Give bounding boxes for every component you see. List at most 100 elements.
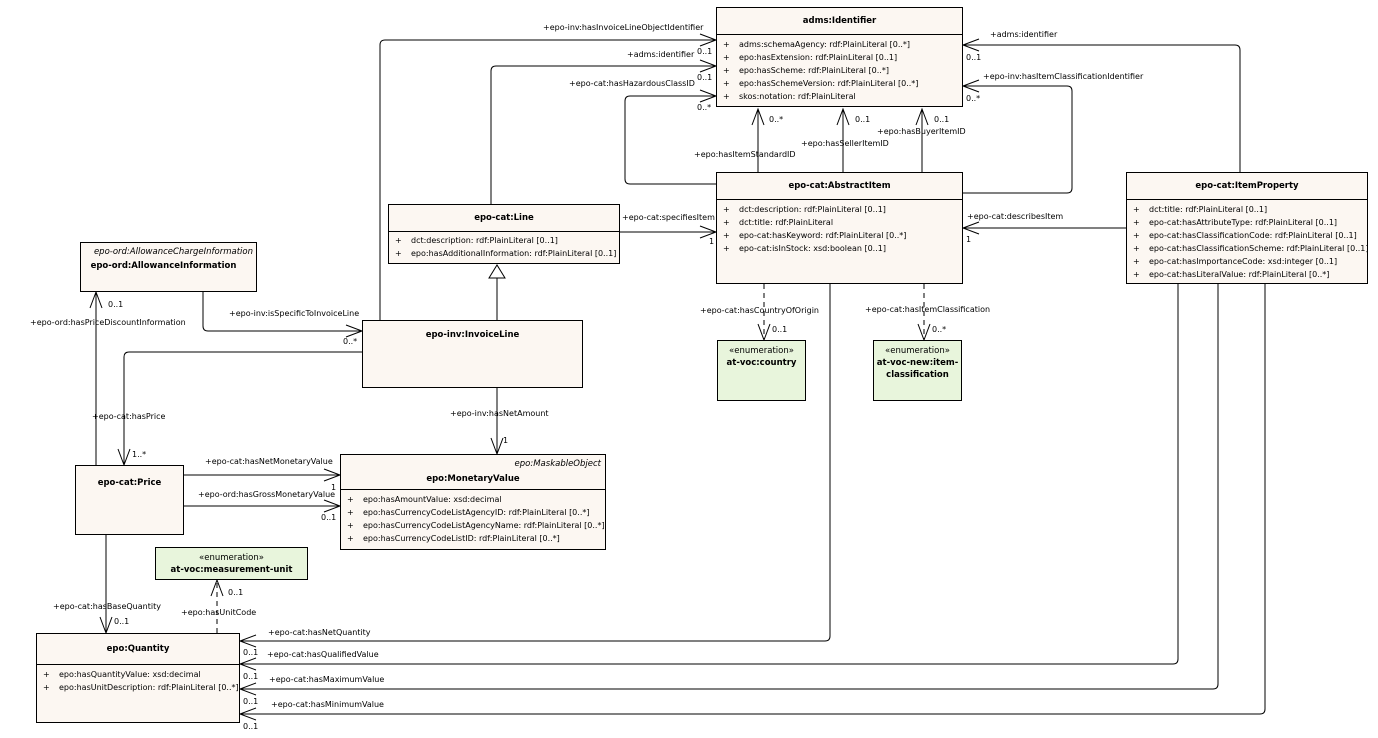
mult-has-price: 1..* (132, 450, 147, 459)
attribute: +epo-cat:isInStock: xsd:boolean [0..1] (723, 244, 886, 253)
attribute: +epo-cat:hasClassificationCode: rdf:Plai… (1133, 231, 1357, 240)
attribute: +epo:hasAmountValue: xsd:decimal (347, 495, 502, 504)
attribute: +epo:hasScheme: rdf:PlainLiteral [0..*] (723, 66, 889, 75)
attribute: +epo:hasExtension: rdf:PlainLiteral [0..… (723, 53, 898, 62)
link-itemprop-adms-identifier (963, 44, 1241, 172)
label-has-hazardous-class-id: +epo-cat:hasHazardousClassID (569, 79, 695, 88)
mult-has-buyer-item-id: 0..1 (934, 115, 950, 124)
attribute: +dct:description: rdf:PlainLiteral [0..1… (395, 236, 558, 245)
mult-specifies-item: 1 (709, 237, 715, 246)
attribute-list: +adms:schemaAgency: rdf:PlainLiteral [0.… (717, 35, 962, 103)
arrowhead (915, 107, 929, 126)
class-abstract-item[interactable]: epo-cat:AbstractItem +dct:description: r… (716, 172, 963, 284)
arrowhead (89, 290, 103, 309)
parent-class: epo-ord:AllowanceChargeInformation (93, 247, 253, 257)
label-has-seller-item-id: +epo:hasSellerItemID (801, 139, 889, 148)
enum-name-line2: classification (886, 370, 949, 380)
class-name: epo-cat:Line (389, 205, 619, 232)
mult-has-item-classification: 0..* (932, 325, 947, 334)
mult-has-gross-monetary-value: 0..1 (321, 513, 337, 522)
label-has-net-quantity: +epo-cat:hasNetQuantity (268, 628, 371, 637)
enum-name: at-voc:country (726, 358, 797, 368)
attribute: +adms:schemaAgency: rdf:PlainLiteral [0.… (723, 40, 911, 49)
link-has-qualified-value (240, 284, 1179, 665)
link-has-maximum-value (240, 284, 1219, 690)
class-name: epo-cat:Price (97, 478, 162, 488)
mult-has-base-quantity: 0..1 (114, 617, 130, 626)
label-specifies-item: +epo-cat:specifiesItem (622, 213, 715, 222)
generalization-triangle (488, 264, 506, 279)
attribute-list: +epo:hasAmountValue: xsd:decimal +epo:ha… (341, 490, 605, 545)
stereotype: «enumeration» (885, 346, 950, 356)
mult-has-unit-code: 0..1 (228, 588, 244, 597)
label-has-price-discount-information: +epo-ord:hasPriceDiscountInformation (30, 318, 186, 327)
class-name: epo-cat:AbstractItem (717, 173, 962, 200)
label-has-base-quantity: +epo-cat:hasBaseQuantity (53, 602, 161, 611)
attribute-list: +dct:title: rdf:PlainLiteral [0..1] +epo… (1127, 200, 1368, 281)
mult-describes-item: 1 (966, 235, 972, 244)
label-is-specific-to-invoice-line: +epo-inv:isSpecificToInvoiceLine (229, 309, 360, 318)
label-has-net-monetary-value: +epo-cat:hasNetMonetaryValue (205, 457, 333, 466)
class-item-property[interactable]: epo-cat:ItemProperty +dct:title: rdf:Pla… (1126, 172, 1368, 284)
enum-measurement-unit[interactable]: «enumeration» at-voc:measurement-unit (155, 547, 308, 580)
label-has-item-classification-identifier: +epo-inv:hasItemClassificationIdentifier (983, 72, 1144, 81)
mult-has-qualified-value: 0..1 (243, 672, 259, 681)
label-has-minimum-value: +epo-cat:hasMinimumValue (271, 700, 384, 709)
mult-has-seller-item-id: 0..1 (855, 115, 871, 124)
attribute: +dct:title: rdf:PlainLiteral [0..1] (1133, 205, 1268, 214)
label-has-gross-monetary-value: +epo-ord:hasGrossMonetaryValue (198, 490, 336, 499)
arrowhead (238, 707, 257, 721)
attribute: +epo-cat:hasKeyword: rdf:PlainLiteral [0… (723, 231, 907, 240)
label-has-item-standard-id: +epo:hasItemStandardID (694, 150, 796, 159)
class-quantity[interactable]: epo:Quantity +epo:hasQuantityValue: xsd:… (36, 633, 240, 723)
arrowhead (961, 221, 980, 235)
attribute: +epo-cat:hasImportanceCode: xsd:integer … (1133, 257, 1338, 266)
arrowhead (238, 682, 257, 696)
mult-has-hazardous-class-id: 0..* (697, 103, 712, 112)
class-invoice-line[interactable]: epo-inv:InvoiceLine (362, 320, 583, 388)
label-has-country-of-origin: +epo-cat:hasCountryOfOrigin (700, 306, 819, 315)
mult-line-adms-identifier: 0..1 (697, 73, 713, 82)
enum-item-classification[interactable]: «enumeration» at-voc-new:item- classific… (873, 340, 962, 401)
attribute: +epo:hasQuantityValue: xsd:decimal (43, 670, 201, 679)
arrowhead (961, 38, 980, 52)
mult-itemprop-adms-identifier: 0..1 (966, 53, 982, 62)
link-is-specific-to-invoice-line (202, 288, 362, 332)
class-name: epo-cat:ItemProperty (1127, 173, 1367, 200)
attribute: +epo:hasAdditionalInformation: rdf:Plain… (395, 249, 617, 258)
class-name: epo-inv:InvoiceLine (425, 330, 520, 340)
enum-name-line1: at-voc-new:item- (876, 358, 959, 368)
class-allowance-information[interactable]: epo-ord:AllowanceChargeInformation epo-o… (80, 242, 257, 292)
attribute: +epo:hasCurrencyCodeListAgencyName: rdf:… (347, 521, 605, 530)
link-has-net-quantity (240, 284, 831, 642)
class-name: adms:Identifier (717, 8, 962, 35)
mult-has-net-monetary-value: 1 (331, 483, 337, 492)
label-has-qualified-value: +epo-cat:hasQualifiedValue (267, 650, 379, 659)
class-name: epo-ord:AllowanceInformation (90, 261, 237, 271)
attribute: +dct:title: rdf:PlainLiteral (723, 218, 834, 227)
link-has-item-classification-identifier (963, 85, 1073, 194)
arrowhead (751, 107, 765, 126)
enum-name: at-voc:measurement-unit (170, 565, 293, 575)
class-line[interactable]: epo-cat:Line +dct:description: rdf:Plain… (388, 204, 620, 264)
class-monetary-value[interactable]: epo:MaskableObject epo:MonetaryValue +ep… (340, 454, 606, 550)
arrowhead (836, 107, 850, 126)
attribute-list: +dct:description: rdf:PlainLiteral [0..1… (717, 200, 962, 255)
label-describes-item: +epo-cat:describesItem (967, 212, 1064, 221)
mult-has-maximum-value: 0..1 (243, 697, 259, 706)
attribute: +skos:notation: rdf:PlainLiteral (723, 92, 856, 101)
label-has-invoice-line-object-identifier: +epo-inv:hasInvoiceLineObjectIdentifier (543, 23, 704, 32)
label-has-item-classification: +epo-cat:hasItemClassification (865, 305, 991, 314)
link-line-adms-identifier (490, 65, 716, 204)
attribute-list: +dct:description: rdf:PlainLiteral [0..1… (389, 232, 619, 260)
label-has-net-amount: +epo-inv:hasNetAmount (450, 409, 549, 418)
class-price[interactable]: epo-cat:Price (75, 465, 184, 535)
class-adms-identifier[interactable]: adms:Identifier +adms:schemaAgency: rdf:… (716, 7, 963, 107)
mult-has-item-standard-id: 0..* (769, 115, 784, 124)
enum-country[interactable]: «enumeration» at-voc:country (717, 340, 806, 401)
attribute: +epo-cat:hasAttributeType: rdf:PlainLite… (1133, 218, 1338, 227)
link-has-invoice-line-object-identifier (379, 39, 716, 320)
label-has-buyer-item-id: +epo:hasBuyerItemID (877, 127, 966, 136)
mult-is-specific-to-invoice-line: 0..* (343, 337, 358, 346)
